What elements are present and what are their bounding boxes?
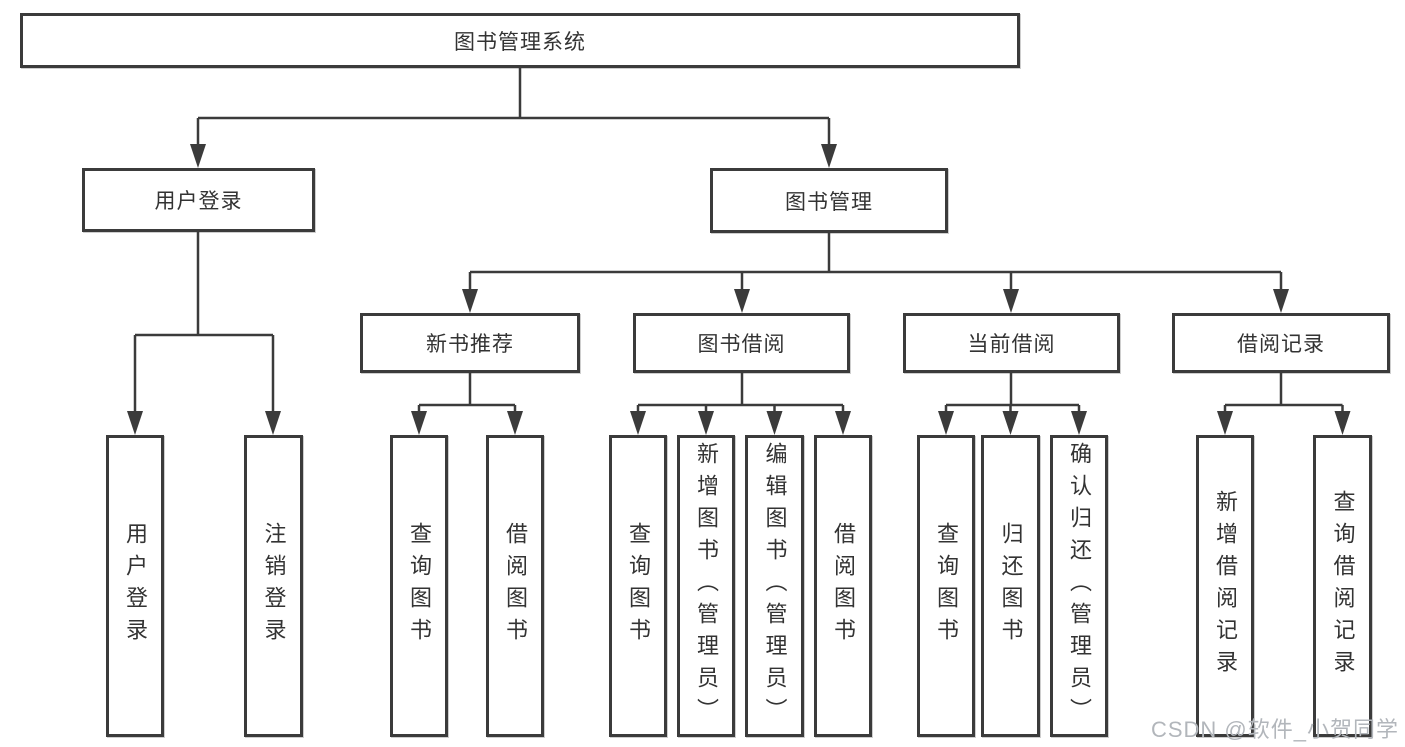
leaf-current-confirm-return-admin-label: 确认归还（管理员）: [1067, 442, 1092, 730]
arrow-down-icon: [1002, 411, 1019, 435]
node-new-book-recommend: 新书推荐: [360, 313, 580, 373]
node-user-login-label: 用户登录: [154, 190, 243, 213]
arrow-down-icon: [190, 144, 206, 168]
arrow-down-icon: [462, 289, 478, 313]
leaf-current-query-books: 查询图书: [917, 435, 975, 737]
leaf-records-query-record-label: 查询借阅记录: [1330, 490, 1356, 682]
leaf-newbook-query-books-label: 查询图书: [407, 522, 432, 650]
leaf-records-add-record: 新增借阅记录: [1196, 435, 1254, 737]
node-book-borrowing: 图书借阅: [633, 313, 850, 373]
leaf-current-return-books: 归还图书: [981, 435, 1040, 737]
arrow-down-icon: [1217, 411, 1233, 435]
node-current-borrowing-label: 当前借阅: [967, 333, 1056, 356]
leaf-logout: 注销登录: [244, 435, 303, 737]
node-book-borrowing-label: 图书借阅: [697, 333, 786, 356]
leaf-records-query-record: 查询借阅记录: [1313, 435, 1372, 737]
watermark-text: CSDN @软件_小贺同学: [1150, 717, 1399, 742]
arrow-down-icon: [411, 411, 427, 435]
leaf-borrowing-edit-books-admin-label: 编辑图书（管理员）: [762, 442, 788, 730]
leaf-borrowing-query-books: 查询图书: [609, 435, 667, 737]
node-library-system: 图书管理系统: [20, 13, 1020, 68]
leaf-newbook-query-books: 查询图书: [390, 435, 448, 737]
arrow-down-icon: [821, 144, 837, 168]
arrow-down-icon: [734, 289, 750, 313]
node-new-book-recommend-label: 新书推荐: [426, 333, 514, 356]
node-book-management: 图书管理: [710, 168, 948, 233]
leaf-current-return-books-label: 归还图书: [998, 522, 1024, 650]
arrowheads: [127, 144, 1351, 435]
node-borrow-records: 借阅记录: [1172, 313, 1390, 373]
arrow-down-icon: [1071, 411, 1087, 435]
node-borrow-records-label: 借阅记录: [1237, 333, 1325, 356]
leaf-borrowing-borrow-books-label: 借阅图书: [831, 522, 856, 650]
arrow-down-icon: [766, 411, 783, 435]
node-book-management-label: 图书管理: [785, 190, 873, 214]
leaf-current-query-books-label: 查询图书: [934, 522, 959, 650]
connector-paths: [133, 68, 1344, 413]
leaf-logout-label: 注销登录: [261, 522, 287, 650]
node-current-borrowing: 当前借阅: [903, 313, 1120, 373]
node-user-login: 用户登录: [82, 168, 315, 232]
arrow-down-icon: [835, 411, 851, 435]
arrow-down-icon: [938, 411, 954, 435]
leaf-user-login-label: 用户登录: [123, 522, 148, 650]
leaf-borrowing-add-books-admin: 新增图书（管理员）: [677, 435, 735, 737]
arrow-down-icon: [507, 411, 523, 435]
leaf-current-confirm-return-admin: 确认归还（管理员）: [1050, 435, 1108, 737]
arrow-down-icon: [1273, 289, 1289, 313]
leaf-borrowing-borrow-books: 借阅图书: [814, 435, 872, 737]
arrow-down-icon: [265, 411, 281, 435]
arrow-down-icon: [698, 411, 714, 435]
leaf-newbook-borrow-books: 借阅图书: [486, 435, 544, 737]
arrow-down-icon: [1003, 289, 1019, 313]
node-library-system-label: 图书管理系统: [454, 30, 586, 54]
leaf-borrowing-add-books-admin-label: 新增图书（管理员）: [694, 442, 719, 730]
arrow-down-icon: [1334, 411, 1351, 435]
leaf-borrowing-query-books-label: 查询图书: [626, 522, 651, 650]
arrow-down-icon: [630, 411, 646, 435]
leaf-borrowing-edit-books-admin: 编辑图书（管理员）: [745, 435, 804, 737]
leaf-records-add-record-label: 新增借阅记录: [1213, 490, 1238, 682]
leaf-newbook-borrow-books-label: 借阅图书: [503, 522, 528, 650]
leaf-user-login: 用户登录: [106, 435, 164, 737]
arrow-down-icon: [127, 411, 143, 435]
